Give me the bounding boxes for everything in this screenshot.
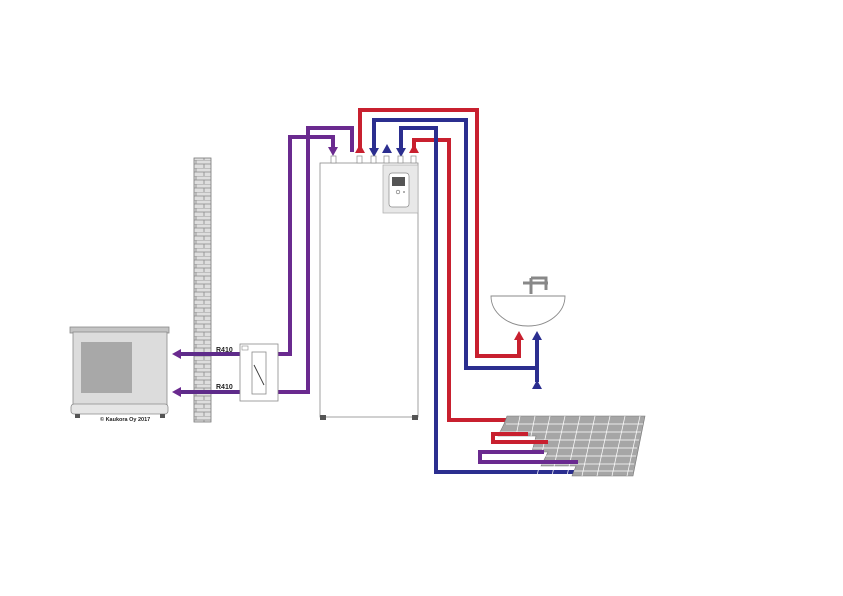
refrigerant-arrows (172, 147, 338, 397)
arrow-up-icon (532, 380, 542, 389)
outdoor-unit (69, 326, 170, 418)
arrow-up-icon (532, 331, 542, 340)
sink-faucet (490, 276, 566, 327)
pipe-arrows (355, 144, 542, 389)
refrigerant-label-top: R410 (216, 347, 233, 354)
floor-heating-grid (497, 415, 646, 477)
arrow-up-icon (409, 144, 419, 153)
arrow-left-icon (172, 349, 181, 359)
pipe-connectors (330, 155, 417, 164)
refrigerant-label-bottom: R410 (216, 384, 233, 391)
outdoor-unit-fan-panel (81, 342, 132, 393)
brick-wall (193, 157, 212, 423)
arrow-down-icon (369, 148, 379, 157)
indoor-heat-pump (319, 155, 419, 420)
arrow-up-icon (514, 331, 524, 340)
cold-water-lines (372, 118, 574, 474)
copyright-text: © Kaukora Oy 2017 (100, 416, 150, 423)
arrow-up-icon (382, 144, 392, 153)
arrow-down-icon (328, 147, 338, 156)
arrow-left-icon (172, 387, 181, 397)
control-panel (382, 164, 419, 214)
floor-loop-pipes (478, 432, 578, 464)
arrow-down-icon (396, 148, 406, 157)
heat-exchanger (239, 343, 279, 402)
arrow-up-icon (355, 144, 365, 153)
